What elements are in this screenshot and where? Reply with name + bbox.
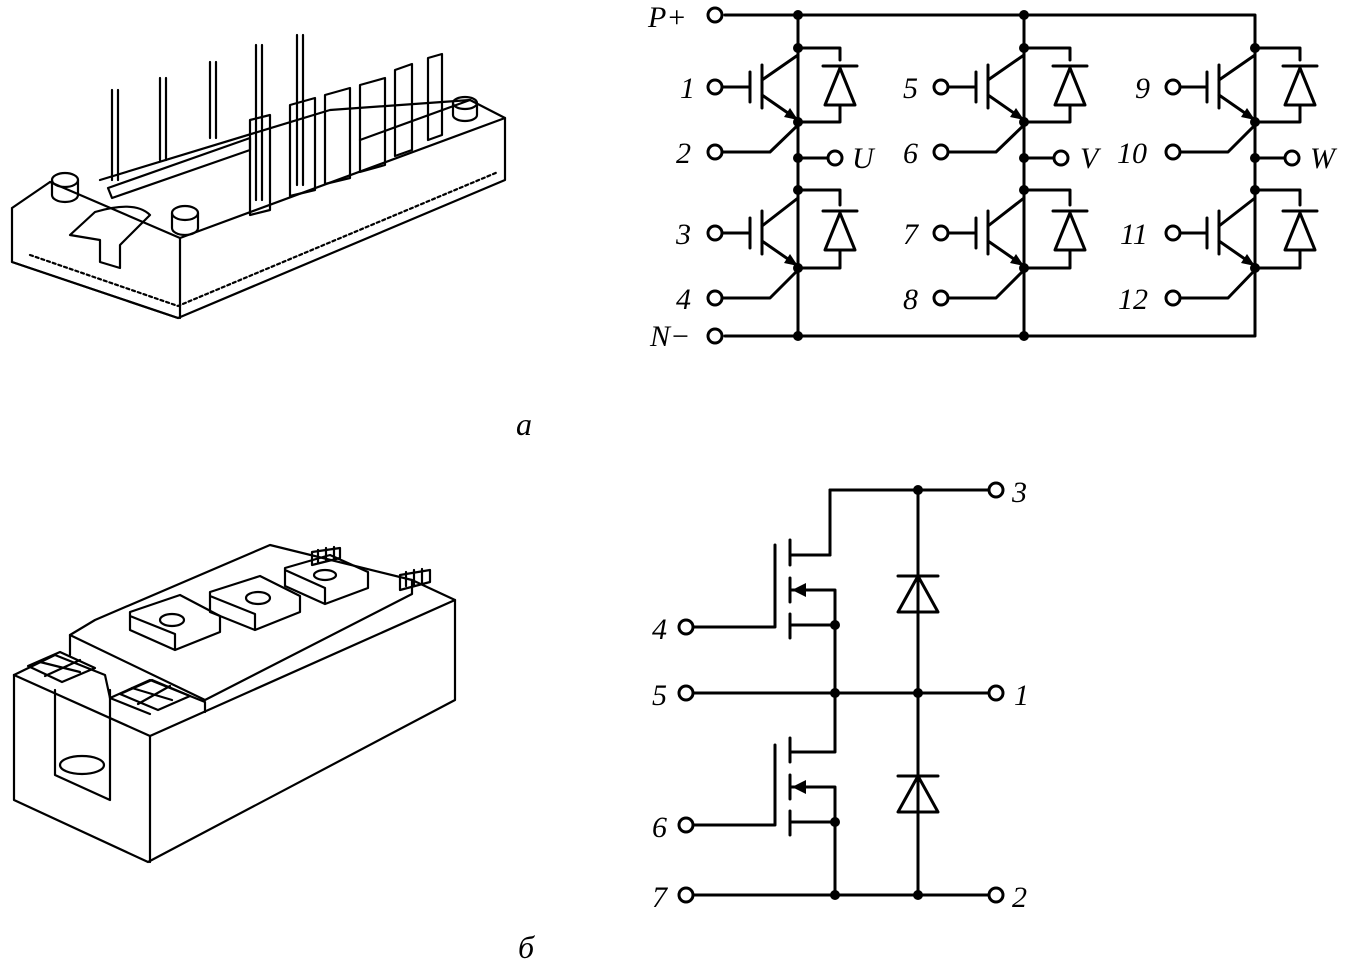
terminal-label-5: 5 [903, 72, 918, 105]
mosfet-power-module-drawing [12, 543, 457, 864]
terminal-label-3: 3 [675, 218, 691, 251]
terminal-label-2: 2 [676, 137, 691, 170]
mosfet-half-bridge-schematic: 3 4 5 1 6 7 2 [652, 476, 1029, 914]
terminal-label-p: P+ [647, 1, 687, 34]
terminal-label-12: 12 [1118, 283, 1148, 316]
igbt-bridge-schematic: P+ N− 1 2 3 4 5 6 7 8 9 10 11 12 U V W [647, 1, 1338, 353]
caption-a: a [516, 406, 532, 442]
phase-label-u: U [852, 142, 876, 175]
terminal-label-11: 11 [1120, 218, 1148, 251]
terminal-label-2: 2 [1012, 881, 1027, 914]
terminal-label-7: 7 [903, 218, 920, 251]
caption-b: б [518, 929, 535, 965]
terminal-label-4: 4 [652, 613, 667, 646]
terminal-label-5: 5 [652, 679, 667, 712]
terminal-label-1: 1 [1014, 679, 1029, 712]
terminal-label-1: 1 [680, 72, 695, 105]
phase-label-v: V [1080, 142, 1102, 175]
igbt-power-module-drawing [10, 33, 507, 320]
phase-label-w: W [1310, 142, 1338, 175]
terminal-label-6: 6 [652, 811, 667, 844]
terminal-label-3: 3 [1011, 476, 1027, 509]
terminal-label-6: 6 [903, 137, 918, 170]
terminal-label-9: 9 [1135, 72, 1150, 105]
terminal-label-n: N− [649, 320, 690, 353]
terminal-label-8: 8 [903, 283, 918, 316]
igbt-symbol [726, 53, 1257, 268]
diode-symbol [896, 574, 940, 814]
terminal-label-7: 7 [652, 881, 669, 914]
terminal-label-10: 10 [1117, 137, 1147, 170]
terminal-label-4: 4 [676, 283, 691, 316]
diode-symbol [821, 64, 1319, 252]
